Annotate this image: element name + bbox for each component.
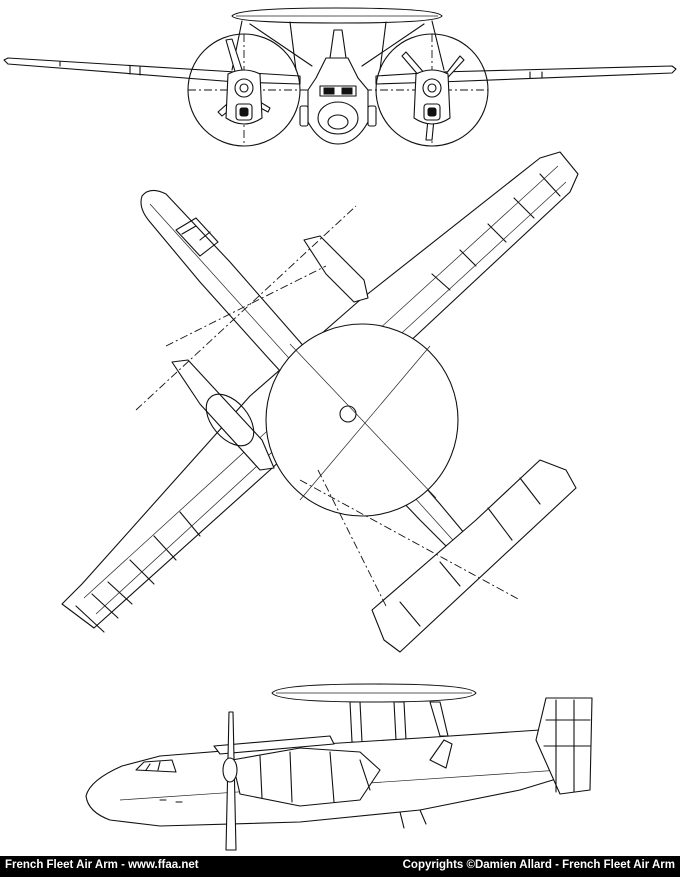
footer-left-credit: French Fleet Air Arm - www.ffaa.net bbox=[5, 859, 199, 871]
front-left-spinner-hub bbox=[239, 83, 249, 93]
side-wing-root bbox=[213, 735, 335, 755]
front-right-spinner bbox=[422, 78, 442, 98]
front-left-spinner bbox=[234, 78, 254, 98]
front-left-intake-dark bbox=[239, 107, 249, 117]
front-landing-gear-right bbox=[367, 105, 377, 127]
top-left-nacelle-inner bbox=[205, 393, 255, 447]
top-ref-line-4 bbox=[299, 479, 521, 601]
top-ref-line-3 bbox=[317, 469, 387, 607]
side-main-gear bbox=[429, 739, 453, 769]
top-cockpit bbox=[175, 217, 219, 257]
front-nose bbox=[317, 101, 359, 135]
side-nacelle-details bbox=[259, 751, 371, 803]
front-radome-struts bbox=[231, 20, 445, 71]
top-view bbox=[61, 151, 579, 653]
front-nose-detail bbox=[327, 114, 349, 130]
side-radome-pylons bbox=[349, 701, 449, 743]
front-tail-fin bbox=[329, 29, 347, 59]
side-view bbox=[85, 683, 593, 851]
front-cockpit-frame bbox=[319, 85, 357, 97]
front-landing-gear-left bbox=[299, 105, 309, 127]
footer-right-copyright: Copyrights ©Damien Allard - French Fleet… bbox=[402, 859, 675, 871]
top-h-stab-details bbox=[399, 477, 541, 627]
top-wing-flaps-right bbox=[431, 173, 561, 291]
side-ventral bbox=[399, 809, 427, 829]
side-cockpit-frames bbox=[145, 761, 161, 771]
top-radome-line-1 bbox=[289, 343, 437, 499]
front-right-wing bbox=[375, 65, 677, 85]
front-view bbox=[3, 7, 677, 147]
top-ref-line-2 bbox=[165, 265, 327, 347]
top-h-stab bbox=[371, 459, 577, 653]
top-radome-mount bbox=[339, 405, 357, 423]
top-radome-line-2 bbox=[299, 345, 431, 501]
top-ref-line-1 bbox=[135, 205, 357, 411]
side-spinner bbox=[222, 757, 238, 783]
side-nacelle bbox=[231, 747, 381, 807]
side-tail-fin-details bbox=[543, 699, 591, 793]
top-right-nacelle bbox=[303, 235, 369, 303]
footer-bar: French Fleet Air Arm - www.ffaa.net Copy… bbox=[0, 856, 680, 877]
front-radome bbox=[231, 7, 443, 24]
front-windscreen bbox=[323, 87, 353, 95]
front-right-intake-dark bbox=[427, 107, 437, 117]
side-cockpit-windows bbox=[135, 759, 177, 773]
top-left-nacelle bbox=[171, 359, 275, 471]
front-wing-details bbox=[59, 61, 543, 79]
front-right-spinner-hub bbox=[427, 83, 437, 93]
front-left-wing bbox=[3, 57, 301, 85]
side-nose-details bbox=[159, 799, 183, 803]
